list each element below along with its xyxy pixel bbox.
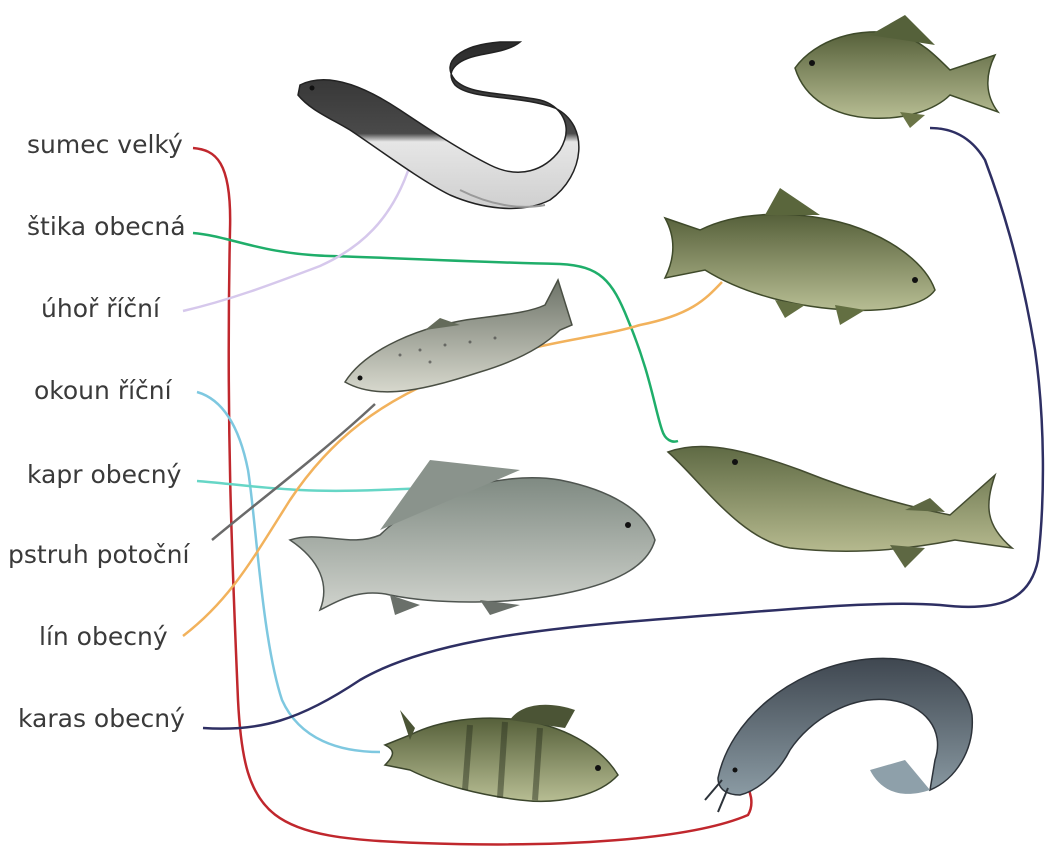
tench-image[interactable] bbox=[665, 188, 935, 325]
eel-image[interactable] bbox=[298, 42, 579, 208]
label-kapr[interactable]: kapr obecný bbox=[27, 460, 181, 490]
perch-image[interactable] bbox=[385, 705, 618, 801]
label-okoun[interactable]: okoun říční bbox=[34, 376, 172, 406]
crucian-carp-image[interactable] bbox=[795, 15, 998, 128]
label-karas[interactable]: karas obecný bbox=[18, 704, 185, 734]
label-pstruh[interactable]: pstruh potoční bbox=[8, 540, 189, 570]
label-sumec[interactable]: sumec velký bbox=[27, 130, 183, 160]
trout-image[interactable] bbox=[345, 280, 572, 392]
label-lin[interactable]: lín obecný bbox=[39, 622, 168, 652]
pike-image[interactable] bbox=[668, 446, 1012, 568]
label-stika[interactable]: štika obecná bbox=[27, 212, 186, 242]
carp-image[interactable] bbox=[290, 460, 655, 615]
catfish-image[interactable] bbox=[705, 658, 972, 812]
label-uhor[interactable]: úhoř říční bbox=[41, 294, 160, 324]
